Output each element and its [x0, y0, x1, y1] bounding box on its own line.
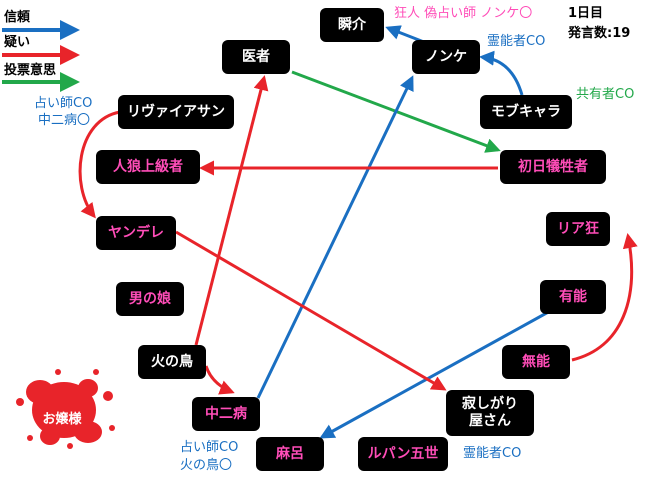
ojousama-label: お嬢様 [42, 412, 82, 427]
node-sabishigari-line1: 寂しがり [462, 396, 518, 413]
blood-splat [16, 369, 115, 449]
node-hinotori[interactable]: 火の鳥 [138, 345, 206, 379]
chuni-note-1: 占い師CO [180, 440, 239, 455]
node-chunibyo[interactable]: 中二病 [192, 397, 260, 431]
livai-note-1: 占い師CO [34, 96, 93, 111]
legend-doubt-label: 疑い [4, 35, 31, 50]
trust-arrow-yuunou-to-maro [319, 308, 553, 439]
doubt-arrow-hinotori-to-chunibyo [204, 365, 235, 395]
doubt-arrow-hinotori-to-isha [194, 75, 269, 346]
trust-arrow-nonke-to-shunsuke [385, 25, 425, 44]
node-lupin[interactable]: ルパン五世 [358, 437, 448, 471]
node-yandere[interactable]: ヤンデレ [96, 216, 176, 250]
node-livaiasan[interactable]: リヴァイアサン [118, 95, 234, 129]
shunsuke-note: 狂人 偽占い師 ノンケ〇 [394, 6, 533, 21]
trust-arrow-mobu-to-nonke [479, 50, 524, 96]
node-riakyo[interactable]: リア狂 [546, 212, 610, 246]
node-sabishigari[interactable]: 寂しがり 屋さん [446, 390, 534, 436]
trust-arrow-chunibyo-to-nonke [256, 75, 414, 399]
sabishi-note: 霊能者CO [463, 446, 522, 461]
node-maro[interactable]: 麻呂 [256, 437, 324, 471]
legend-vote-label: 投票意思 [4, 63, 57, 78]
doubt-arrow-yandere-to-sabishi [175, 230, 447, 391]
nonke-note: 霊能者CO [487, 34, 546, 49]
chuni-note-2: 火の鳥〇 [180, 458, 233, 473]
day-label: 1日目 [568, 6, 604, 21]
node-isha[interactable]: 医者 [222, 40, 290, 74]
legend-trust-label: 信頼 [4, 10, 31, 25]
doubt-arrow-munou-to-riakyo [571, 233, 638, 362]
node-yuunou[interactable]: 有能 [540, 280, 606, 314]
livai-note-2: 中二病〇 [38, 113, 91, 128]
node-shunsuke[interactable]: 瞬介 [320, 8, 384, 42]
node-mobu[interactable]: モブキャラ [480, 95, 572, 129]
node-nonke[interactable]: ノンケ [412, 40, 480, 74]
message-count: 発言数:19 [568, 26, 631, 41]
node-otokonoko[interactable]: 男の娘 [116, 282, 184, 316]
mobu-note: 共有者CO [576, 87, 635, 102]
node-shonichi[interactable]: 初日犠牲者 [500, 150, 606, 184]
node-jinrou[interactable]: 人狼上級者 [96, 150, 200, 184]
node-munou[interactable]: 無能 [502, 345, 570, 379]
doubt-arrow-livai-to-yandere [78, 110, 121, 219]
node-sabishigari-line2: 屋さん [469, 413, 511, 429]
